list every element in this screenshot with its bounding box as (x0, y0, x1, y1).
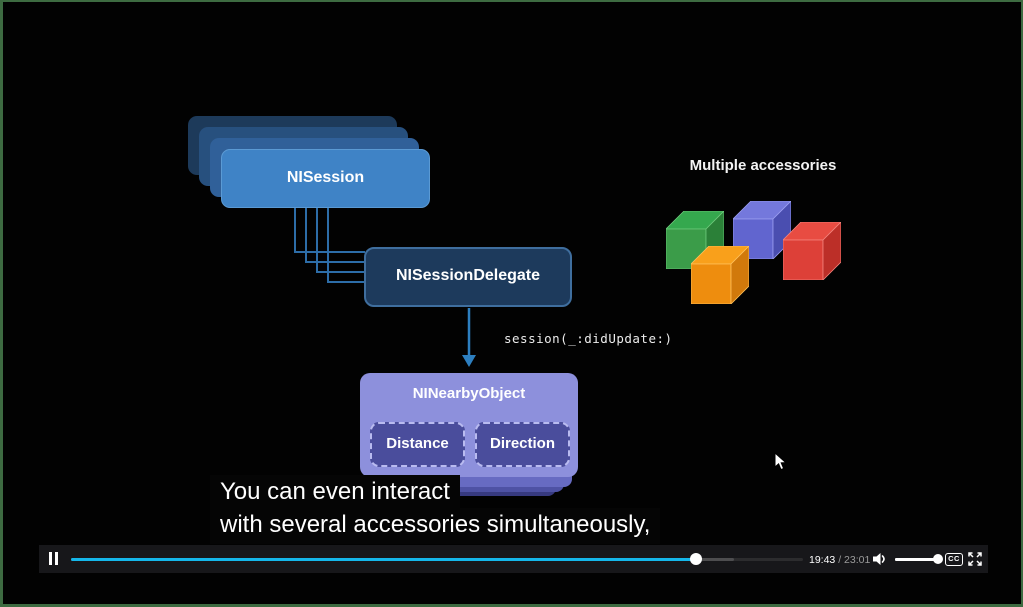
connector-line (294, 207, 365, 253)
time-current: 19:43 (809, 554, 836, 566)
player-control-bar: 19:43 / 23:01 CC (39, 545, 988, 573)
distance-field: Distance (370, 422, 465, 467)
volume-icon[interactable] (872, 552, 888, 566)
progress-bar[interactable] (71, 545, 803, 573)
accessory-cube-red (783, 222, 841, 280)
volume-slider[interactable] (895, 545, 947, 573)
nisessiondelegate-label: NISessionDelegate (395, 267, 541, 284)
connector-line (327, 207, 365, 283)
closed-captions-button[interactable]: CC (945, 553, 963, 566)
time-display: 19:43 / 23:01 (809, 554, 909, 566)
ninearbyobject-label: NINearbyObject (412, 385, 526, 402)
accessories-title: Multiple accessories (689, 157, 837, 174)
connector-line (316, 207, 365, 273)
time-separator: / (835, 554, 845, 566)
time-total: 23:01 (844, 554, 871, 566)
nisession-label: NISession (286, 169, 365, 186)
nisessiondelegate-box: NISessionDelegate (364, 247, 572, 307)
callback-label: session(_:didUpdate:) (504, 331, 673, 346)
nisession-box: NISession (221, 149, 430, 208)
volume-fill (895, 557, 939, 561)
accessory-cubes (658, 197, 868, 312)
mouse-cursor-icon (774, 452, 787, 471)
pause-button[interactable] (49, 552, 61, 565)
ninearbyobject-box: NINearbyObject Distance Direction (360, 373, 578, 477)
connector-line (305, 207, 365, 263)
volume-handle[interactable] (933, 554, 943, 564)
caption-line-2: with several accessories simultaneously, (210, 508, 661, 544)
progress-played (71, 557, 697, 561)
progress-handle[interactable] (690, 553, 703, 565)
arrowhead-icon (462, 355, 476, 367)
accessory-cube-orange (691, 246, 749, 304)
fullscreen-button[interactable] (968, 552, 982, 566)
caption-line-1: You can even interact (210, 475, 460, 511)
direction-field: Direction (475, 422, 570, 467)
